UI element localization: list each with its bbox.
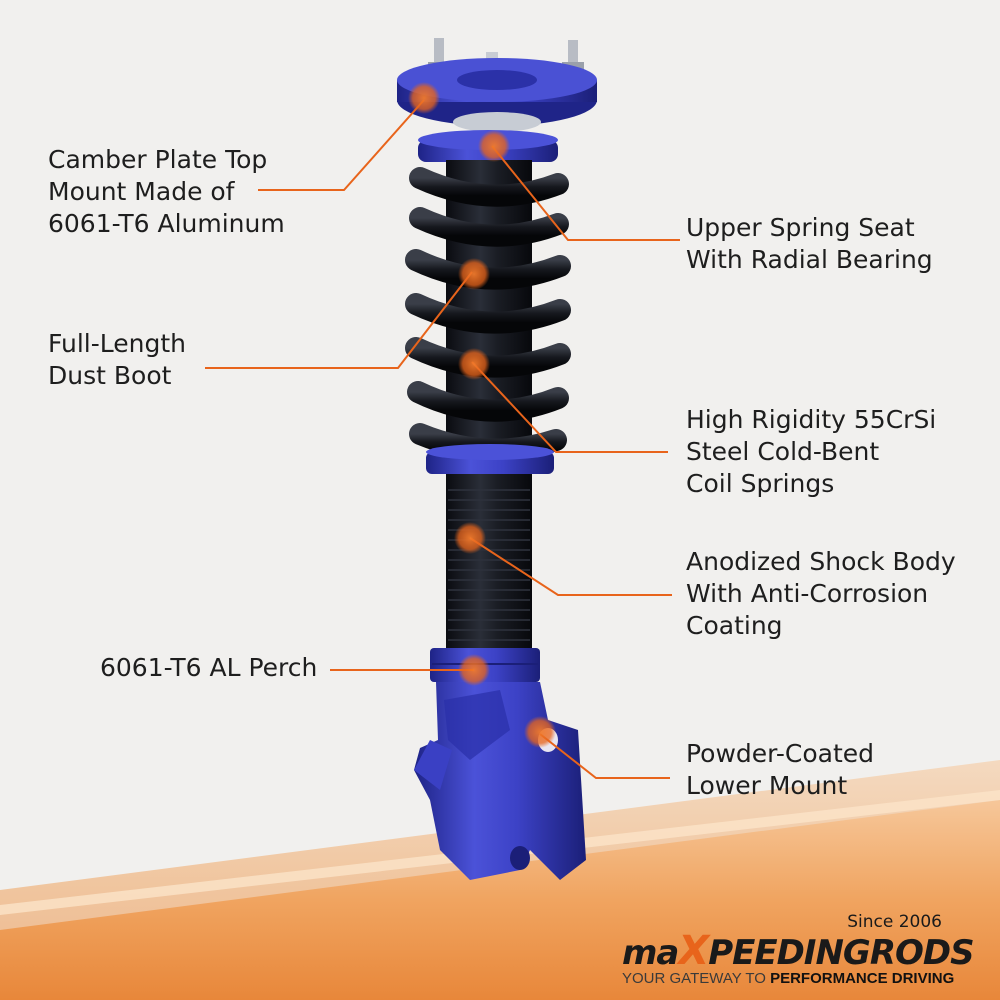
callout-line: Lower Mount [686,771,848,800]
brand-since: Since 2006 [847,912,942,932]
callout-line: Camber Plate Top [48,145,268,174]
callout-dust-boot: Full-Length Dust Boot [48,328,186,392]
callout-line: With Radial Bearing [686,245,933,274]
brand-logo-prefix: ma [622,933,679,973]
brand-tagline-plain: YOUR GATEWAY TO [622,970,771,987]
callout-line: Full-Length [48,329,187,358]
callout-line: Mount Made of [48,177,235,206]
callout-coil-springs: High Rigidity 55CrSi Steel Cold-Bent Coi… [686,404,936,500]
callout-shock-body: Anodized Shock Body With Anti-Corrosion … [686,546,956,642]
callout-line: Steel Cold-Bent [686,437,880,466]
floor [0,800,1000,1000]
callout-dot [458,348,490,380]
brand-logo-x: X [678,928,709,974]
shock-threads [448,489,530,641]
callout-lower-mount: Powder-Coated Lower Mount [686,738,874,802]
callout-upper-spring-seat: Upper Spring Seat With Radial Bearing [686,212,933,276]
lower-spring-perch [426,444,554,474]
callout-line: 6061-T6 Aluminum [48,209,285,238]
callout-dots [408,82,556,748]
callout-dot [408,82,440,114]
leader-lines [205,99,680,779]
callout-line: Upper Spring Seat [686,213,915,242]
callout-line: Coil Springs [686,469,835,498]
camber-plate [397,58,597,132]
callout-line: With Anti-Corrosion [686,579,929,608]
callout-line: 6061-T6 AL Perch [100,653,318,682]
callout-perch: 6061-T6 AL Perch [100,652,317,684]
callout-dot [524,716,556,748]
brand-logo-suffix: PEEDINGRODS [708,933,974,973]
brand-tagline-bold: PERFORMANCE DRIVING [770,970,955,987]
callout-dot [478,130,510,162]
callout-line: Coating [686,611,783,640]
brand-logo-block: Since 2006 maXPEEDINGRODS YOUR GATEWAY T… [612,908,992,988]
callout-line: Powder-Coated [686,739,875,768]
callout-dot [454,522,486,554]
coil-spring [405,167,571,461]
callout-line: Dust Boot [48,361,172,390]
brand-logo: maXPEEDINGRODS [622,928,975,974]
brand-tagline: YOUR GATEWAY TO PERFORMANCE DRIVING [622,970,954,987]
callout-dot [458,258,490,290]
callout-camber-plate: Camber Plate Top Mount Made of 6061-T6 A… [48,144,285,240]
callout-line: Anodized Shock Body [686,547,956,576]
callout-line: High Rigidity 55CrSi [686,405,937,434]
callout-dot [458,654,490,686]
